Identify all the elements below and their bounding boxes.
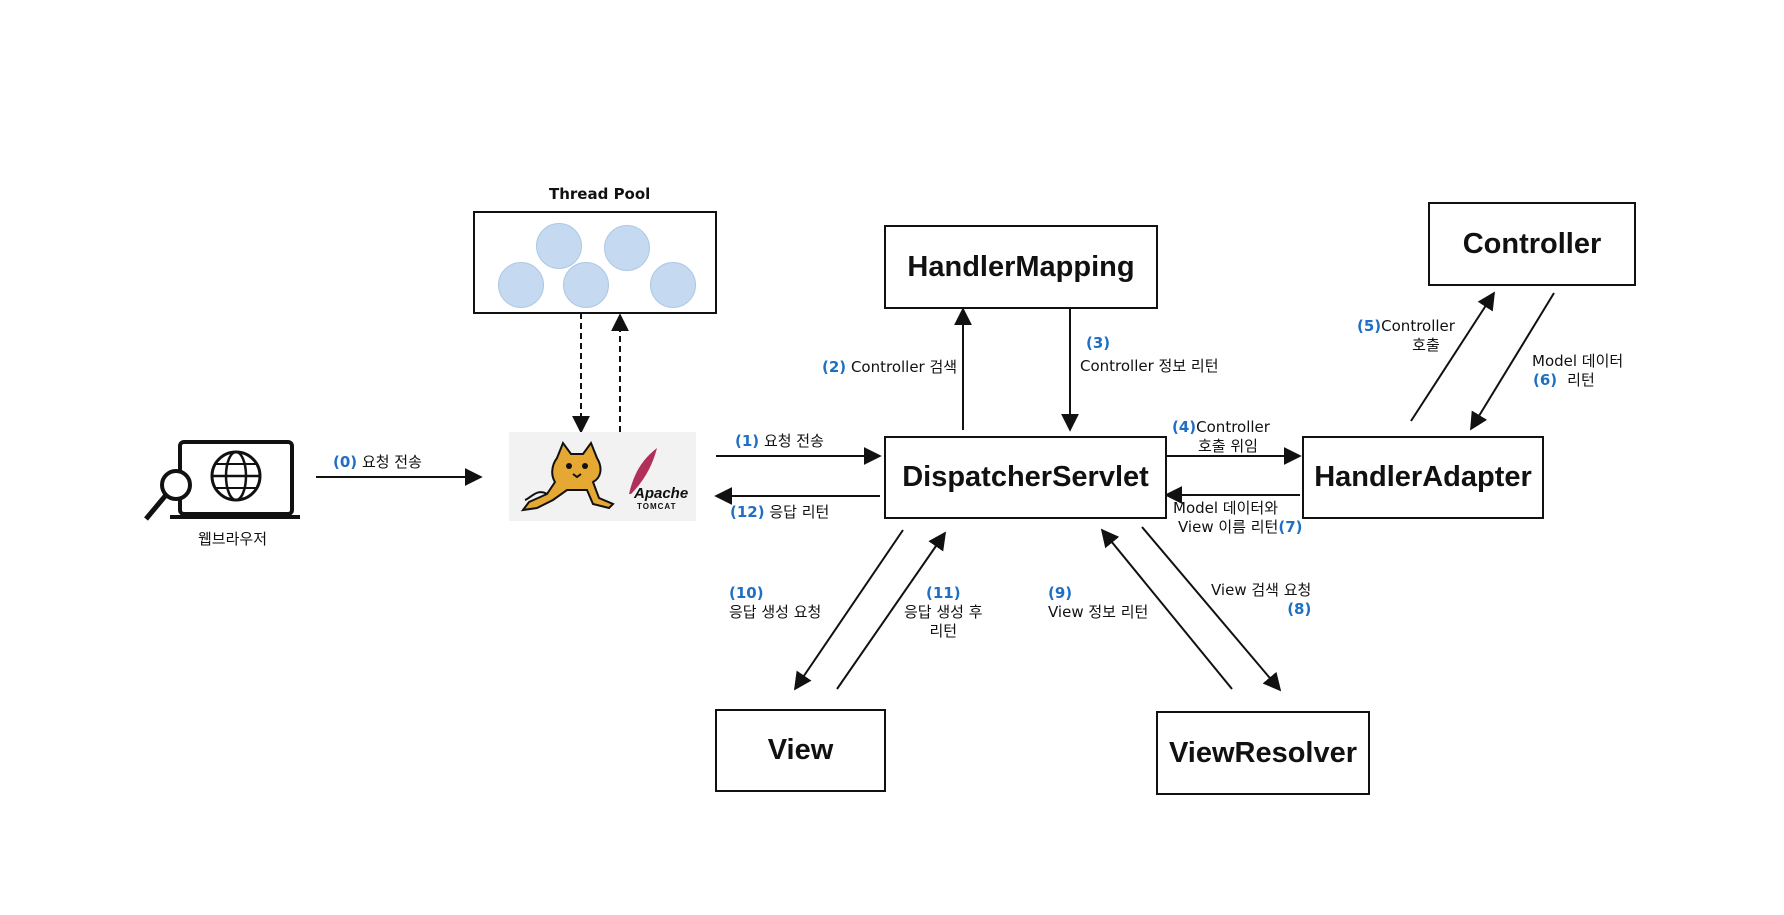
arrow-11-return: [836, 531, 947, 690]
node-handler-mapping: HandlerMapping: [884, 225, 1158, 309]
step-text-line1: Model 데이터와: [1173, 499, 1279, 517]
step-number: (4): [1172, 418, 1197, 436]
step-text: 응답 리턴: [769, 503, 830, 521]
step-text-line2: 호출: [1412, 336, 1440, 354]
step-4-label: (4)Controller 호출 위임: [1172, 418, 1270, 456]
step-text-line2: 리턴: [929, 622, 958, 640]
step-2-label: (2) Controller 검색: [822, 358, 957, 377]
thread-pool-box: [473, 211, 717, 314]
step-number: (5): [1357, 317, 1382, 335]
step-text: 요청 전송: [361, 453, 422, 471]
step-text: View 정보 리턴: [1048, 603, 1149, 621]
node-view: View: [715, 709, 886, 792]
arrow-8-search: [1141, 526, 1282, 692]
tomcat-logo: Apache TOMCAT: [509, 432, 696, 521]
thread-circle: [498, 262, 544, 308]
step-number: (12): [730, 503, 765, 521]
tomcat-brand: Apache: [634, 485, 689, 502]
step-3-label: (3) Controller 정보 리턴: [1080, 334, 1219, 376]
step-number: (2): [822, 358, 847, 376]
step-text-line2: 리턴: [1567, 371, 1595, 389]
thread-pool-title: Thread Pool: [549, 185, 651, 203]
step-text-line2: View 이름 리턴: [1178, 518, 1279, 536]
step-1-label: (1) 요청 전송: [735, 432, 824, 451]
thread-circle: [650, 262, 696, 308]
browser-laptop-icon: [144, 440, 300, 521]
globe-icon: [210, 450, 262, 502]
step-text: View 검색 요청: [1211, 581, 1312, 599]
step-10-label: (10) 응답 생성 요청: [729, 584, 821, 622]
step-12-label: (12) 응답 리턴: [730, 503, 829, 522]
thread-circle: [563, 262, 609, 308]
step-8-label: View 검색 요청 (8): [1211, 581, 1311, 619]
magnifier-icon: [144, 469, 192, 521]
step-number: (6): [1533, 371, 1558, 389]
node-view-resolver: ViewResolver: [1156, 711, 1370, 795]
browser-label: 웹브라우저: [198, 530, 268, 548]
arrow-6-return: [1470, 292, 1555, 431]
thread-circle: [604, 225, 650, 271]
step-7-label: Model 데이터와 View 이름 리턴(7): [1173, 499, 1303, 537]
step-number: (11): [926, 584, 961, 602]
step-text-line1: Controller: [1381, 317, 1455, 335]
step-number: (9): [1048, 584, 1073, 602]
step-0-label: (0) 요청 전송: [333, 453, 422, 472]
step-number: (8): [1287, 600, 1312, 618]
step-9-label: (9) View 정보 리턴: [1048, 584, 1148, 622]
step-6-label: Model 데이터 (6) 리턴: [1532, 352, 1623, 390]
step-text-line1: Controller: [1196, 418, 1270, 436]
step-number: (0): [333, 453, 358, 471]
step-text: 응답 생성 요청: [729, 603, 822, 621]
step-text-line1: 응답 생성 후: [904, 603, 983, 621]
step-text-line1: Model 데이터: [1532, 352, 1624, 370]
node-controller: Controller: [1428, 202, 1636, 286]
arrow-9-return: [1100, 528, 1233, 690]
step-text: 요청 전송: [763, 432, 824, 450]
step-11-label: (11) 응답 생성 후 리턴: [904, 584, 983, 641]
step-number: (7): [1278, 518, 1303, 536]
node-dispatcher-servlet: DispatcherServlet: [884, 436, 1167, 519]
thread-circle: [536, 223, 582, 269]
step-text: Controller 검색: [850, 358, 958, 376]
step-number: (10): [729, 584, 764, 602]
arrow-5-call: [1410, 291, 1495, 422]
step-number: (1): [735, 432, 760, 450]
node-handler-adapter: HandlerAdapter: [1302, 436, 1544, 519]
step-number: (3): [1086, 334, 1111, 352]
tomcat-cat-icon: [520, 440, 615, 512]
step-5-label: (5)Controller 호출: [1357, 317, 1455, 355]
step-text-line2: 호출 위임: [1198, 437, 1258, 455]
step-text: Controller 정보 리턴: [1080, 357, 1219, 375]
apache-feather-icon: [629, 448, 657, 494]
tomcat-sub: TOMCAT: [637, 502, 677, 511]
arrow-10-render: [793, 529, 904, 691]
